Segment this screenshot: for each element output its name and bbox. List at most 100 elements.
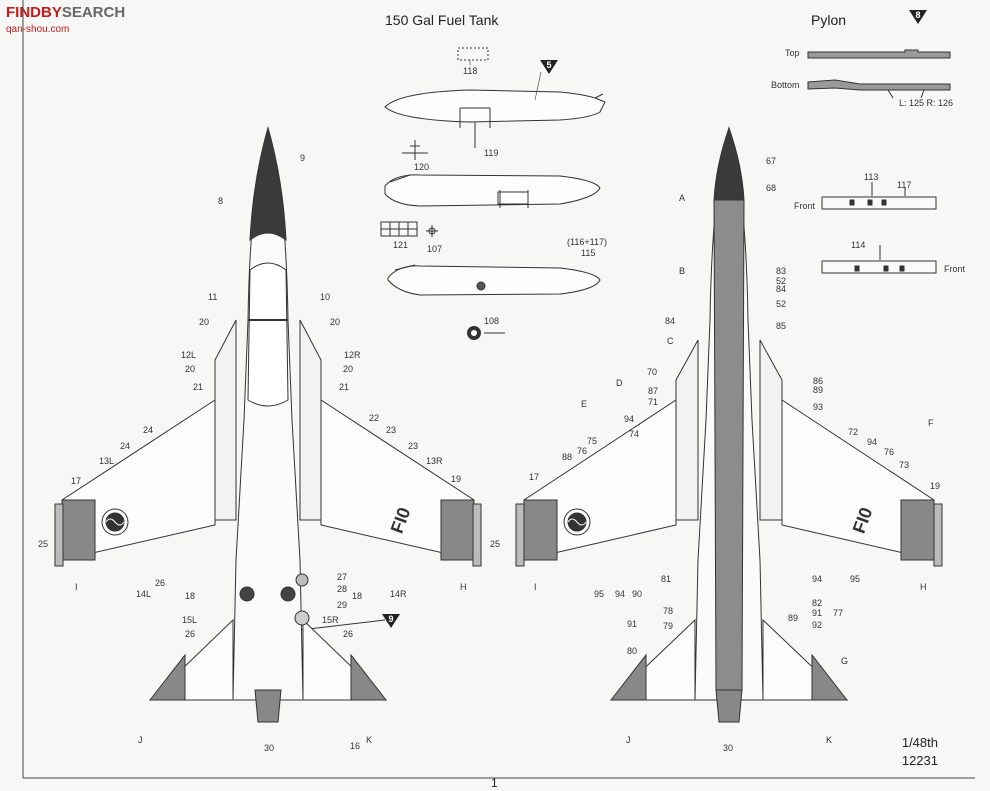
pylon-bottom-label: Bottom bbox=[771, 80, 800, 90]
right-aircraft-callout: 80 bbox=[627, 646, 638, 656]
left-aircraft-callout: 8 bbox=[218, 196, 224, 206]
part-113-label: 113 bbox=[864, 172, 879, 182]
part-118-label: 118 bbox=[463, 66, 478, 76]
right-aircraft-callout: K bbox=[826, 735, 833, 745]
right-aircraft-callout: 91 bbox=[627, 619, 638, 629]
left-aircraft-callout: 11 bbox=[208, 292, 218, 302]
scale-label: 1/48th bbox=[901, 735, 938, 750]
pylon-top-view bbox=[807, 49, 951, 59]
fuel-tank-side-view bbox=[384, 174, 601, 208]
left-aircraft-callout: 12L bbox=[181, 350, 197, 360]
left-aircraft-callout: K bbox=[366, 735, 373, 745]
right-aircraft-callout: 95 bbox=[850, 574, 861, 584]
right-aircraft-callout: 89 bbox=[813, 385, 824, 395]
fuel-tank-title: 150 Gal Fuel Tank bbox=[385, 12, 499, 28]
left-aircraft-callout: 21 bbox=[339, 382, 350, 392]
right-aircraft-callout: 77 bbox=[833, 608, 844, 618]
step-badge-9-number: 9 bbox=[388, 614, 394, 624]
left-aircraft-callout: J bbox=[138, 735, 143, 745]
right-aircraft-callout: B bbox=[679, 266, 686, 276]
step-badge-5-number: 5 bbox=[546, 60, 552, 70]
left-aircraft-callout: 25 bbox=[490, 539, 501, 549]
part-108-label: 108 bbox=[484, 316, 500, 326]
right-aircraft-callout: E bbox=[581, 399, 588, 409]
right-aircraft-callout: 72 bbox=[848, 427, 859, 437]
part-116-117-label: (116+117) bbox=[567, 237, 607, 247]
right-aircraft-callout: 92 bbox=[812, 620, 823, 630]
right-aircraft-callout: 91 bbox=[812, 608, 823, 618]
left-aircraft-callout: 18 bbox=[352, 591, 363, 601]
part-119-label: 119 bbox=[484, 148, 499, 158]
right-aircraft-callout: 17 bbox=[529, 472, 540, 482]
right-aircraft-callout: 52 bbox=[776, 299, 787, 309]
part-115-label: 115 bbox=[581, 248, 596, 258]
watermark-logo: FINDBYSEARCH qan-shou.com bbox=[4, 4, 164, 38]
left-aircraft-callout: I bbox=[75, 582, 78, 592]
right-aircraft-callout: 75 bbox=[587, 436, 598, 446]
right-aircraft-callout: 52 bbox=[776, 276, 787, 286]
left-aircraft-callout: 12R bbox=[344, 350, 361, 360]
left-aircraft-callout: H bbox=[460, 582, 467, 592]
left-aircraft-callout: 20 bbox=[343, 364, 354, 374]
right-aircraft-callout: 94 bbox=[812, 574, 823, 584]
left-aircraft-callout: 28 bbox=[337, 584, 348, 594]
right-aircraft-callout: J bbox=[626, 735, 631, 745]
left-aircraft-callout: 19 bbox=[451, 474, 462, 484]
left-aircraft-callout: 23 bbox=[386, 425, 397, 435]
pylon-bottom-view bbox=[807, 79, 951, 99]
left-aircraft-callout: 27 bbox=[337, 572, 348, 582]
right-aircraft-callout: 19 bbox=[930, 481, 941, 491]
right-aircraft-callout: F bbox=[928, 418, 934, 428]
right-aircraft-callout: D bbox=[616, 378, 623, 388]
left-aircraft-callout: 24 bbox=[143, 425, 154, 435]
watermark-brand-a: FINDBY bbox=[6, 4, 62, 21]
fuel-tank-top-view bbox=[384, 47, 606, 148]
pylon-title: Pylon bbox=[811, 12, 847, 28]
left-aircraft-callout: 13R bbox=[426, 456, 443, 466]
right-aircraft-bottom-view bbox=[515, 126, 943, 723]
left-aircraft-callout: 25 bbox=[38, 539, 49, 549]
watermark-brand-b: SEARCH bbox=[61, 4, 126, 21]
right-aircraft-callout: 74 bbox=[629, 429, 640, 439]
left-aircraft-callout: 30 bbox=[264, 743, 275, 753]
step-badge-8-number: 8 bbox=[915, 10, 921, 20]
right-aircraft-callout: 67 bbox=[766, 156, 777, 166]
right-aircraft-callout: 87 bbox=[648, 386, 659, 396]
left-aircraft-callout: 14R bbox=[390, 589, 407, 599]
right-aircraft-callout: 81 bbox=[661, 574, 672, 584]
right-aircraft-callout: 84 bbox=[665, 316, 676, 326]
step-badge-8 bbox=[909, 10, 927, 24]
fuel-tank-bottom-view bbox=[387, 264, 601, 296]
part-121-label: 121 bbox=[393, 240, 409, 250]
right-aircraft-callout: 84 bbox=[776, 284, 787, 294]
right-aircraft-callout: 95 bbox=[594, 589, 605, 599]
right-aircraft-callout: C bbox=[667, 336, 674, 346]
left-aircraft-callout: 20 bbox=[199, 317, 210, 327]
left-aircraft-top-view bbox=[54, 126, 482, 723]
right-aircraft-callout: 83 bbox=[776, 266, 787, 276]
right-aircraft-callout: G bbox=[841, 656, 849, 666]
left-aircraft-callout: 26 bbox=[155, 578, 166, 588]
pylon-front-label-2: Front bbox=[944, 264, 966, 274]
left-aircraft-callout: 21 bbox=[193, 382, 204, 392]
pylon-lr-label: L: 125 R: 126 bbox=[899, 98, 954, 108]
left-aircraft-callout: 9 bbox=[300, 153, 306, 163]
part-120-icon bbox=[402, 140, 428, 160]
left-aircraft-callout: 26 bbox=[185, 629, 196, 639]
left-aircraft-callout: 13L bbox=[99, 456, 115, 466]
right-aircraft-callout: I bbox=[534, 582, 537, 592]
left-aircraft-callout: 15L bbox=[182, 615, 198, 625]
left-aircraft-callout: 20 bbox=[330, 317, 341, 327]
part-114-label: 114 bbox=[851, 240, 866, 250]
part-107-label: 107 bbox=[427, 244, 443, 254]
left-aircraft-callout: 20 bbox=[185, 364, 196, 374]
page-number: 1 bbox=[491, 776, 498, 790]
pylon-front-view-2 bbox=[821, 245, 937, 274]
right-aircraft-callout: 76 bbox=[884, 447, 895, 457]
right-aircraft-callout: 30 bbox=[723, 743, 734, 753]
step-badge-9 bbox=[299, 614, 400, 631]
right-aircraft-callout: 93 bbox=[813, 402, 824, 412]
right-aircraft-callout: 90 bbox=[632, 589, 643, 599]
right-aircraft-callout: 73 bbox=[899, 460, 910, 470]
